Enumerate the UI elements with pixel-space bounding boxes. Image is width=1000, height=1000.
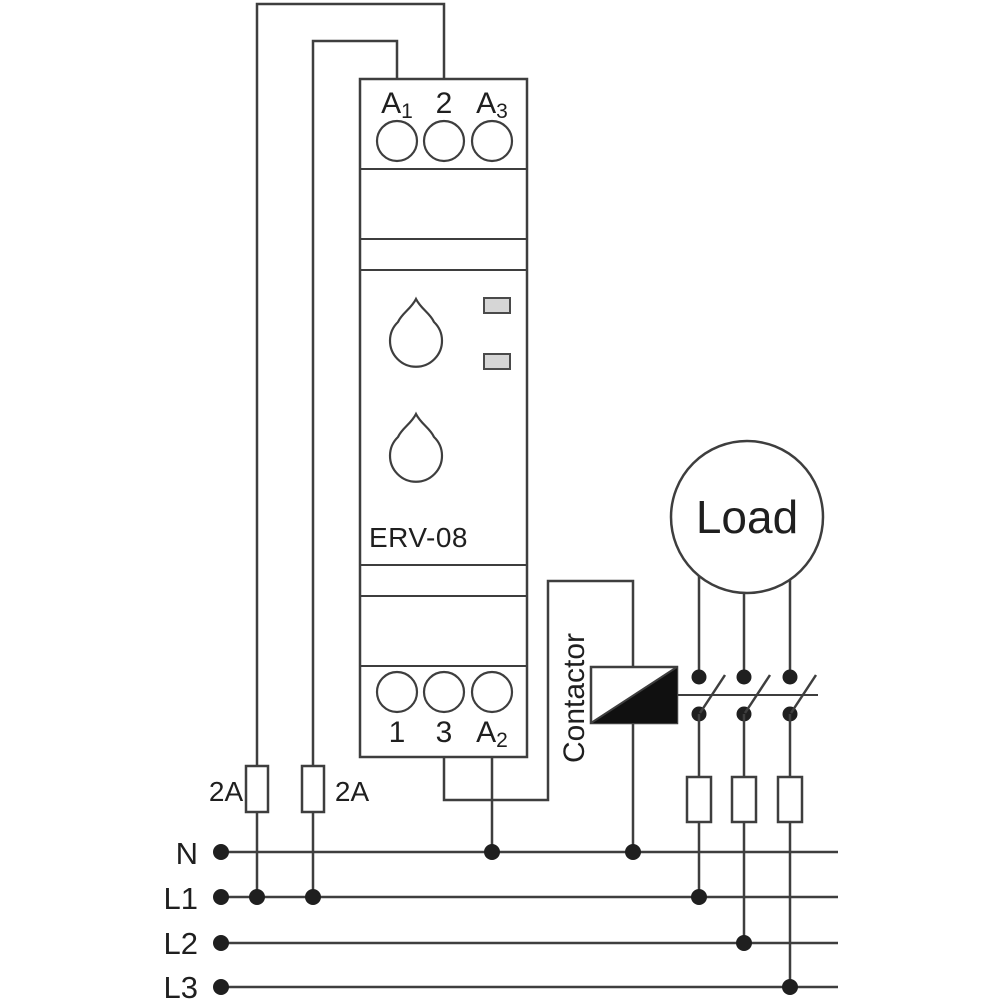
contact-pole-3 (782, 669, 818, 777)
wire-terminal-3-to-coil (442, 579, 635, 852)
terminal-screw-a3 (470, 119, 514, 163)
junction-dot-phase3-l3 (782, 979, 798, 995)
terminal-label-2: 2 (436, 87, 453, 120)
wire-l1-to-terminal-a1 (311, 39, 399, 897)
relay-model-label: ERV-08 (369, 522, 468, 553)
relay-front-face: ERV-08 (369, 297, 511, 553)
bus-start-dot-l1 (213, 889, 229, 905)
junction-dot-phase1-l1 (691, 889, 707, 905)
contact-pole-2 (736, 669, 772, 777)
load-label: Load (696, 491, 798, 543)
contact-dot-top (782, 669, 798, 685)
contact-pole-1 (691, 669, 727, 777)
contactor-coil: Contactor (558, 633, 818, 763)
bus-start-dot-n (213, 844, 229, 860)
contactor-contacts (691, 669, 818, 777)
contact-dot-top (691, 669, 707, 685)
fuse-2a-left-icon (244, 764, 270, 814)
phase-fuses (685, 775, 804, 995)
junction-dot-l1-fuse-right (305, 889, 321, 905)
fuse-2a-right-icon (300, 764, 326, 814)
wire-l1-to-terminal-2 (255, 2, 446, 897)
relay-bottom-terminals: 1 3 A2 (375, 670, 514, 752)
contactor-coil-diagonal (590, 666, 678, 724)
bus-start-dot-l2 (213, 935, 229, 951)
fuse-label-right: 2A (335, 776, 370, 807)
contact-blade-icon (789, 674, 818, 714)
contactor-label: Contactor (558, 633, 591, 763)
contact-blade-icon (743, 674, 772, 714)
junction-dot-coil-n (625, 844, 641, 860)
phase-fuse-1-icon (685, 775, 713, 824)
junction-dot-a2-n (484, 844, 500, 860)
relay-output-wiring (442, 579, 641, 860)
terminal-label-a3: A3 (476, 87, 508, 123)
terminal-label-3: 3 (436, 716, 453, 749)
relay-top-terminals: A1 2 A3 (375, 87, 514, 163)
load-circuit: Load (669, 439, 825, 677)
load-circle (669, 439, 825, 595)
relay-device: A1 2 A3 ERV-08 1 3 A2 (358, 77, 529, 759)
terminal-label-a1: A1 (381, 87, 413, 123)
contact-dot-top (736, 669, 752, 685)
contact-blade-icon (698, 674, 727, 714)
bus-label-l3: L3 (164, 970, 198, 1000)
bus-label-n: N (176, 836, 198, 871)
relay-body (358, 77, 529, 759)
junction-dot-l1-fuse-left (249, 889, 265, 905)
bus-start-dot-l3 (213, 979, 229, 995)
relay-supply-wiring: 2A 2A (209, 2, 446, 905)
led-indicator-top-icon (483, 297, 511, 314)
led-indicator-bottom-icon (483, 353, 511, 370)
phase-fuse-3-icon (776, 775, 804, 824)
terminal-screw-a2 (470, 670, 514, 714)
phase-fuse-2-icon (730, 775, 758, 824)
terminal-screw-2 (422, 119, 466, 163)
terminal-screw-3 (422, 670, 466, 714)
power-bus-lines: N L1 L2 L3 (164, 836, 838, 1000)
bus-label-l1: L1 (164, 881, 198, 916)
bus-label-l2: L2 (164, 926, 198, 961)
terminal-label-1: 1 (389, 716, 406, 749)
junction-dot-phase2-l2 (736, 935, 752, 951)
terminal-screw-a1 (375, 119, 419, 163)
fuse-label-left: 2A (209, 776, 244, 807)
terminal-screw-1 (375, 670, 419, 714)
terminal-label-a2: A2 (476, 716, 508, 752)
